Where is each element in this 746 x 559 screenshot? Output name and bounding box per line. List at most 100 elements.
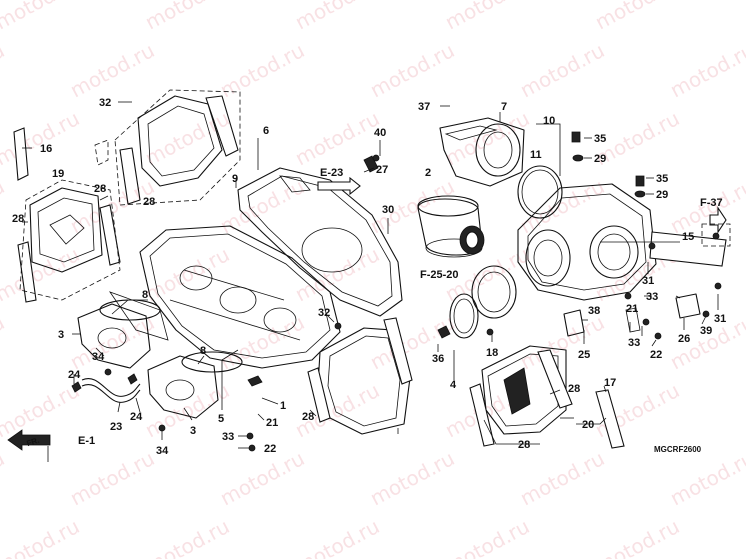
callout-11: 11 (530, 149, 542, 161)
watermark-text: motod.ru (516, 310, 608, 374)
watermark-text: motod.ru (141, 378, 233, 442)
callout-16: 16 (40, 143, 52, 155)
callout-15: 15 (682, 231, 694, 243)
callout-28d: 28 (302, 411, 314, 423)
callout-7: 7 (501, 101, 507, 113)
watermark-text: motod.ru (66, 38, 158, 102)
callout-39: 39 (700, 325, 712, 337)
watermark-text: motod.ru (0, 242, 83, 306)
watermark-text: motod.ru (741, 242, 746, 306)
callout-33a: 33 (222, 431, 234, 443)
watermark-text: motod.ru (741, 378, 746, 442)
watermark-text: motod.ru (366, 310, 458, 374)
ref-f37[interactable]: F-37 (700, 197, 723, 209)
callout-27: 27 (376, 164, 388, 176)
watermark-text: motod.ru (516, 446, 608, 510)
callout-26: 26 (678, 333, 690, 345)
watermark-text: motod.ru (216, 38, 308, 102)
air-filter (417, 117, 525, 258)
ref-f2520[interactable]: F-25-20 (420, 269, 459, 281)
watermark-text: motod.ru (141, 514, 233, 559)
callout-32b: 32 (318, 307, 330, 319)
diagram-code: MGCRF2600 (654, 445, 702, 454)
watermark-text: motod.ru (741, 0, 746, 34)
watermark-text: motod.ru (441, 514, 533, 559)
callout-24b: 24 (130, 411, 143, 423)
watermark-text: motod.ru (291, 242, 383, 306)
callout-1: 1 (280, 400, 286, 412)
callout-35b: 35 (656, 173, 668, 185)
callout-30: 30 (382, 204, 394, 216)
watermark-text: motod.ru (516, 38, 608, 102)
callout-19: 19 (52, 168, 64, 180)
callout-31a: 31 (642, 275, 654, 287)
watermark-text: motod.ru (441, 0, 533, 34)
ref-e1[interactable]: E-1 (78, 435, 95, 447)
watermark-text: motod.ru (0, 446, 8, 510)
callout-34b: 34 (156, 445, 169, 457)
clamp-rings (437, 265, 517, 339)
callout-22a: 22 (264, 443, 276, 455)
callout-33c: 33 (646, 291, 658, 303)
leader-lines (22, 101, 719, 462)
lower-cover (307, 317, 413, 435)
watermark-text: motod.ru (216, 446, 308, 510)
watermark-text: motod.ru (741, 514, 746, 559)
watermark-text: motod.ru (216, 174, 308, 238)
watermark-text: motod.ru (141, 0, 233, 34)
callout-31b: 31 (714, 313, 726, 325)
callout-8b: 8 (200, 345, 206, 357)
callout-17: 17 (604, 377, 616, 389)
front-arrow-label: FR. (25, 436, 40, 449)
callout-35a: 35 (594, 133, 606, 145)
callout-28b: 28 (143, 196, 155, 208)
watermark-text: motod.ru (66, 446, 158, 510)
callout-3b: 3 (190, 425, 196, 437)
watermark-text: motod.ru (0, 38, 8, 102)
watermark-text: motod.ru (0, 310, 8, 374)
ref-e23[interactable]: E-23 (320, 167, 343, 179)
watermark-text: motod.ru (591, 514, 683, 559)
watermark-text: motod.ru (666, 446, 746, 510)
watermark-text: motod.ru (366, 446, 458, 510)
callout-2: 2 (425, 167, 431, 179)
callout-10: 10 (543, 115, 555, 127)
callout-24a: 24 (68, 369, 81, 381)
callout-28f: 28 (518, 439, 530, 451)
callout-22b: 22 (650, 349, 662, 361)
watermark-text: motod.ru (591, 0, 683, 34)
callout-28e: 28 (568, 383, 580, 395)
callout-4: 4 (450, 379, 457, 391)
callout-21a: 21 (266, 417, 278, 429)
callout-18: 18 (486, 347, 498, 359)
callouts: 32 16 19 28 28 28 6 9 40 27 30 37 7 10 1… (12, 97, 726, 457)
side-cover (469, 292, 710, 449)
watermark-text: motod.ru (0, 174, 8, 238)
watermark-text: motod.ru (0, 106, 83, 170)
watermark-text: motod.ru (216, 310, 308, 374)
callout-8a: 8 (142, 289, 148, 301)
callout-9: 9 (232, 173, 238, 185)
callout-21b: 21 (626, 303, 638, 315)
callout-38: 38 (588, 305, 600, 317)
callout-40: 40 (374, 127, 386, 139)
ref-arrows (7, 154, 731, 451)
duct-cover-group (13, 89, 241, 303)
watermark-text: motod.ru (66, 310, 158, 374)
callout-25: 25 (578, 349, 590, 361)
callout-36: 36 (432, 353, 444, 365)
watermark-text: motod.ru (0, 378, 83, 442)
watermark-text: motod.ru (741, 106, 746, 170)
watermark-text: motod.ru (516, 174, 608, 238)
callout-34a: 34 (92, 351, 105, 363)
callout-6: 6 (263, 125, 269, 137)
watermark-text: motod.ru (0, 0, 83, 34)
callout-29a: 29 (594, 153, 606, 165)
callout-3a: 3 (58, 329, 64, 341)
watermark-text: motod.ru (291, 514, 383, 559)
callout-28c: 28 (12, 213, 24, 225)
callout-23: 23 (110, 421, 122, 433)
callout-20: 20 (582, 419, 594, 431)
right-housing (517, 131, 727, 301)
